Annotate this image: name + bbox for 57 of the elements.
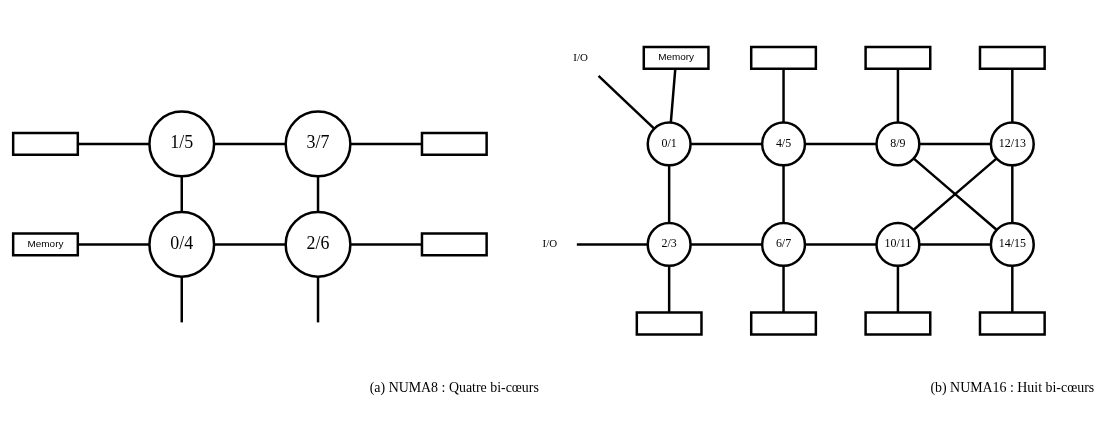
connector [896,266,900,313]
connector [690,243,763,246]
node-circle: 4/5 [760,121,807,167]
node-circle: 0/4 [148,210,216,278]
connector [214,142,286,146]
connector [919,142,991,146]
node-circle: 12/13 [989,121,1035,167]
connector [669,68,677,123]
label: (a) NUMA8 : Quatre bi-cœurs [369,379,539,395]
node-circle: 1/5 [148,110,216,178]
connector [77,243,150,246]
node-circle: 14/15 [989,221,1035,267]
node-box [749,311,818,336]
connector [1011,266,1014,313]
node-box: Memory [642,45,710,71]
connector [576,243,648,246]
connector [919,243,991,246]
node-circle: 3/7 [284,110,352,178]
connector [316,176,320,212]
connector [350,142,422,146]
node-box [978,45,1046,71]
connector [180,276,183,323]
node-box [11,131,80,157]
node-box: Memory [11,232,80,257]
node-circle: 0/1 [646,121,692,167]
node-circle: 8/9 [875,121,921,167]
node-box [635,311,703,336]
connector [690,142,763,146]
node-box [864,311,932,336]
node-circle: 2/3 [646,221,692,267]
connector [214,243,286,246]
connector [597,75,655,130]
node-box [978,311,1046,336]
connector [782,68,785,123]
node-box [749,45,818,71]
connector [896,68,900,123]
connector [180,176,183,212]
node-box [420,131,488,157]
label: (b) NUMA16 : Huit bi-cœurs [930,379,1095,395]
connector [350,243,422,246]
connector [805,142,877,146]
node-box [420,232,488,257]
connector [782,266,785,313]
node-text: I/O [542,237,558,250]
connector [316,276,320,323]
node-text: I/O [573,50,588,63]
connector [1011,68,1014,123]
node-circle: 2/6 [284,210,352,278]
connector [77,142,150,146]
connector [667,266,671,313]
connector [667,165,671,223]
connector [1011,165,1014,223]
connector [805,243,877,246]
node-circle: 10/11 [875,221,921,267]
node-circle: 6/7 [760,221,807,267]
connector [782,165,785,223]
node-box [864,45,932,71]
